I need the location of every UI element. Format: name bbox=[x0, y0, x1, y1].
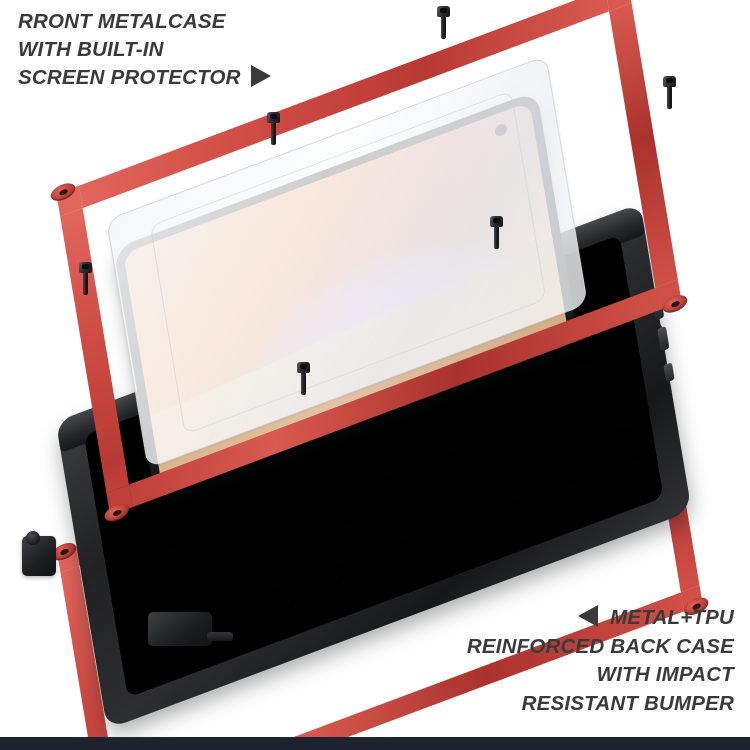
power-button[interactable] bbox=[663, 362, 675, 383]
bottom-band bbox=[0, 737, 750, 750]
arrow-right-icon bbox=[250, 65, 271, 87]
callout-line: RRONT METALCASE bbox=[18, 10, 226, 33]
callout-line: METAL+TPU bbox=[610, 606, 734, 629]
arrow-left-icon bbox=[578, 605, 599, 627]
callout-line: REINFORCED BACK CASE bbox=[466, 634, 734, 658]
port-plug-icon bbox=[148, 612, 233, 646]
callout-back-case: METAL+TPU REINFORCED BACK CASE WITH IMPA… bbox=[467, 604, 734, 718]
callout-line-with-arrow: METAL+TPU bbox=[467, 604, 734, 633]
callout-line: WITH BUILT-IN bbox=[18, 38, 164, 61]
screw-icon bbox=[297, 362, 310, 395]
callout-front-metalcase: RRONT METALCASE WITH BUILT-IN SCREEN PRO… bbox=[18, 8, 271, 92]
screw-icon bbox=[79, 262, 92, 295]
callout-line-with-arrow: SCREEN PROTECTOR bbox=[18, 64, 271, 92]
callout-line: WITH IMPACT bbox=[596, 663, 734, 686]
screw-icon bbox=[490, 216, 503, 249]
screw-icon bbox=[437, 6, 450, 39]
screw-icon bbox=[267, 112, 280, 145]
port-plug-icon bbox=[22, 531, 56, 576]
screw-icon bbox=[663, 76, 676, 109]
callout-line: RESISTANT BUMPER bbox=[521, 691, 734, 715]
volume-down-button[interactable] bbox=[657, 325, 670, 352]
callout-line: SCREEN PROTECTOR bbox=[18, 66, 241, 89]
